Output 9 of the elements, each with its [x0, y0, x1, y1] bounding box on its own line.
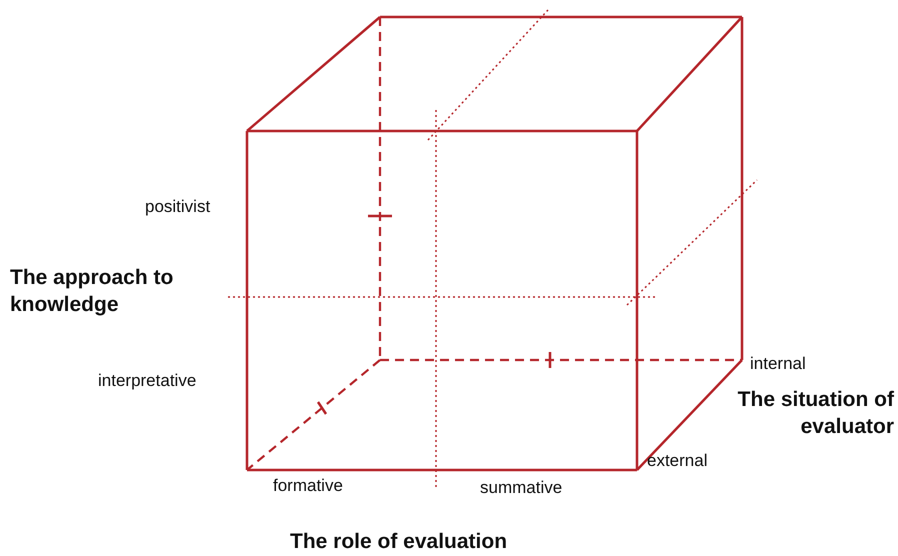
axis-title: The approach to knowledge	[10, 265, 174, 318]
axis-value: positivist	[145, 197, 210, 217]
axis-value: external	[647, 451, 708, 471]
axis-value: internal	[750, 354, 806, 374]
axis-value: summative	[480, 478, 562, 498]
axis-value: interpretative	[98, 371, 196, 391]
axis-value: formative	[273, 476, 343, 496]
axis-title: The role of evaluation	[290, 529, 508, 555]
axis-title: The situation of evaluator	[736, 387, 894, 440]
